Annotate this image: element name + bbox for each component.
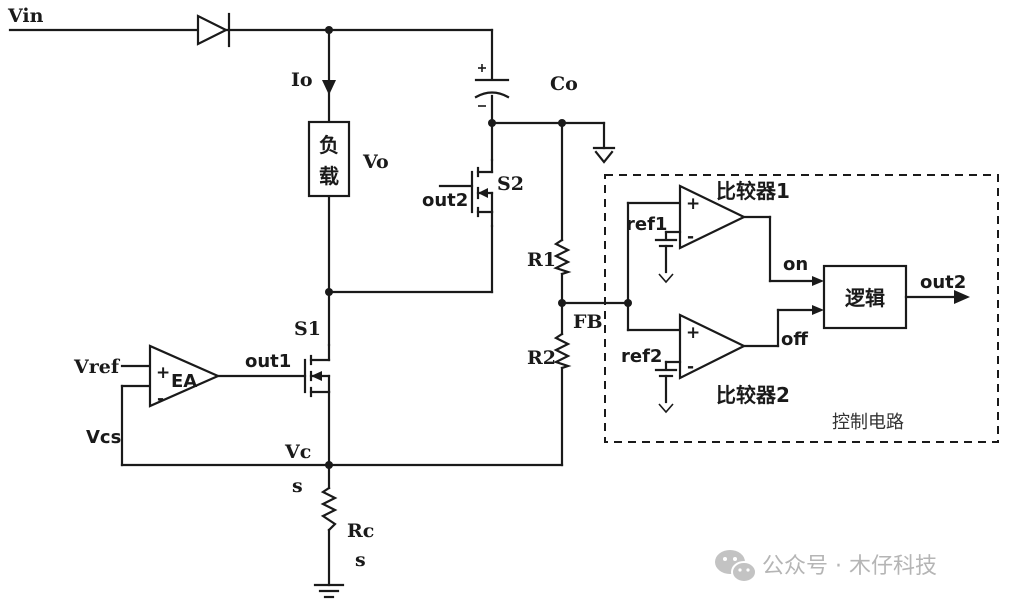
label-vin: Vin bbox=[7, 5, 44, 27]
ea-plus: + bbox=[156, 363, 170, 383]
load-box bbox=[307, 120, 351, 198]
logic-input-wires bbox=[742, 215, 824, 348]
label-fb: FB bbox=[573, 311, 603, 333]
ground-rc-icon bbox=[313, 583, 345, 599]
ea-minus: - bbox=[157, 389, 164, 409]
label-vo: Vo bbox=[362, 151, 389, 173]
label-ea: EA bbox=[171, 371, 197, 392]
logic-box bbox=[822, 264, 908, 330]
junction-dots bbox=[325, 26, 632, 469]
ref2-source bbox=[654, 360, 682, 414]
ref1-source bbox=[654, 230, 682, 284]
label-r1: R1 bbox=[527, 249, 556, 271]
label-off: off bbox=[781, 329, 808, 350]
logic-output-arrow-icon bbox=[904, 290, 970, 304]
resistor-rc bbox=[320, 486, 338, 532]
label-control-circuit: 控制电路 bbox=[832, 412, 904, 433]
comp1-minus: - bbox=[687, 227, 694, 247]
label-on: on bbox=[783, 254, 808, 275]
label-load-2: 载 bbox=[319, 164, 339, 188]
label-io: Io bbox=[291, 69, 313, 91]
control-circuit-box bbox=[604, 174, 999, 443]
label-vc: Vc bbox=[284, 441, 311, 463]
label-co: Co bbox=[550, 73, 578, 95]
resistor-r1 bbox=[553, 238, 572, 276]
label-out2-gate: out2 bbox=[422, 190, 468, 211]
resistor-r2 bbox=[553, 332, 572, 370]
comparator-2 bbox=[678, 313, 747, 380]
label-vref: Vref bbox=[73, 356, 121, 378]
label-logic: 逻辑 bbox=[845, 286, 885, 310]
comp1-plus: + bbox=[686, 194, 700, 214]
watermark: 公众号 · 木仔科技 bbox=[715, 550, 937, 583]
io-arrow-icon bbox=[322, 80, 336, 95]
comp2-minus: - bbox=[687, 357, 694, 377]
comp2-plus: + bbox=[686, 323, 700, 343]
wechat-icon bbox=[715, 550, 757, 583]
label-comparator-1: 比较器1 bbox=[716, 179, 790, 203]
label-load-1: 负 bbox=[319, 133, 339, 157]
label-vcs: Vcs bbox=[86, 427, 121, 448]
label-comparator-2: 比较器2 bbox=[716, 383, 790, 407]
ground-co-icon bbox=[592, 146, 616, 164]
watermark-text: 公众号 · 木仔科技 bbox=[762, 554, 937, 579]
label-ref2: ref2 bbox=[621, 346, 662, 367]
label-out2-logic: out2 bbox=[920, 272, 966, 293]
label-s1: S1 bbox=[294, 318, 321, 340]
label-rc: Rc bbox=[347, 520, 374, 542]
label-ref1: ref1 bbox=[626, 214, 667, 235]
comparator-1 bbox=[678, 184, 747, 250]
label-vc-s: s bbox=[292, 475, 303, 497]
wires bbox=[8, 28, 682, 587]
label-rc-s: s bbox=[355, 549, 366, 571]
mosfet-s1 bbox=[303, 343, 331, 398]
mosfet-s2 bbox=[438, 158, 494, 228]
label-out1: out1 bbox=[245, 351, 291, 372]
diode bbox=[196, 12, 231, 48]
label-s2: S2 bbox=[497, 173, 524, 195]
ea-opamp bbox=[148, 344, 221, 408]
capacitor-co bbox=[474, 64, 510, 107]
label-r2: R2 bbox=[527, 347, 556, 369]
